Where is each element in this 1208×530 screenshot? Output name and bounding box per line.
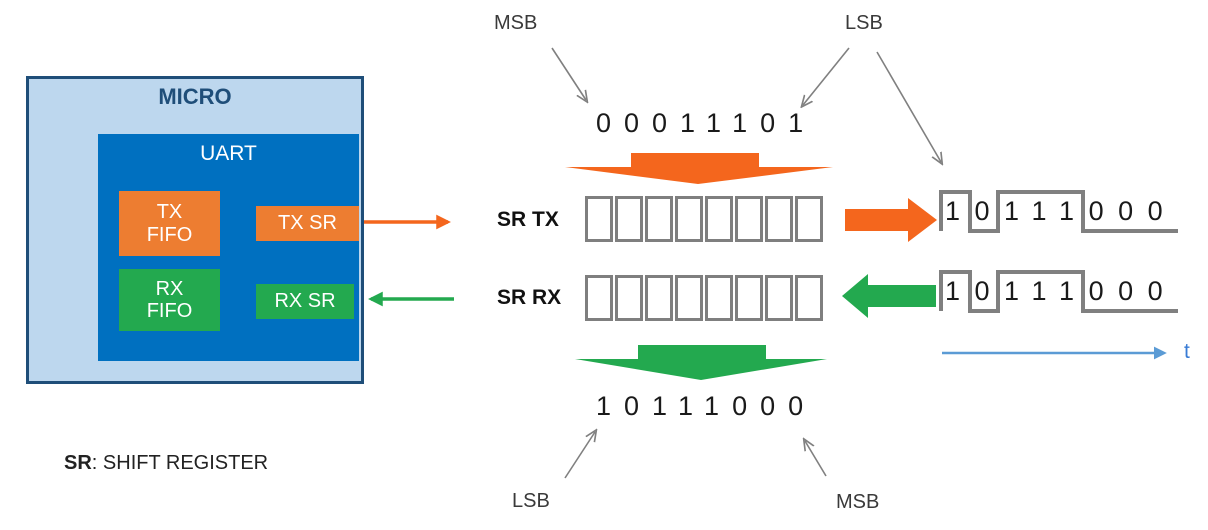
register-cell bbox=[675, 275, 703, 321]
msb-top-label: MSB bbox=[494, 12, 538, 34]
serial-rx-left-arrow bbox=[842, 274, 936, 318]
load-byte-down-arrow bbox=[565, 153, 833, 184]
rx-fifo-label-line2: FIFO bbox=[146, 300, 193, 322]
uart-block: UART TX FIFO TX SR RX FIFO RX SR bbox=[98, 134, 359, 361]
sr-legend-abbr: SR bbox=[64, 452, 92, 474]
tx-parallel-byte: 00011101 bbox=[596, 108, 817, 138]
register-cell bbox=[675, 196, 703, 242]
sr-legend-definition: : SHIFT REGISTER bbox=[91, 452, 269, 474]
register-cell bbox=[645, 275, 673, 321]
register-cell bbox=[705, 275, 733, 321]
uart-title: UART bbox=[200, 142, 257, 165]
sr-rx-label: SR RX bbox=[497, 286, 562, 309]
register-cell bbox=[585, 275, 613, 321]
sr-legend: SR: SHIFT REGISTER bbox=[64, 452, 268, 475]
lsb-to-waveform-callout-arrow bbox=[876, 51, 941, 162]
tx-fifo-label-line2: FIFO bbox=[146, 223, 193, 246]
register-cell bbox=[735, 275, 763, 321]
register-cell bbox=[705, 196, 733, 242]
tx-serial-bits: 10111000 bbox=[945, 196, 1178, 226]
rx-fifo-label-line1: RX bbox=[155, 277, 184, 300]
register-cell bbox=[795, 275, 823, 321]
sr-tx-label: SR TX bbox=[497, 208, 559, 231]
lsb-bottom-label: LSB bbox=[512, 490, 550, 512]
micro-title: MICRO bbox=[158, 84, 232, 109]
receive-byte-down-arrow bbox=[575, 345, 827, 380]
register-cell bbox=[615, 196, 643, 242]
msb-bottom-label: MSB bbox=[836, 491, 880, 513]
lsb-top-callout-arrow bbox=[803, 47, 850, 105]
rx-sr-box: RX SR bbox=[256, 284, 354, 319]
msb-top-callout-arrow bbox=[551, 47, 586, 100]
lsb-bottom-callout-arrow bbox=[564, 432, 595, 479]
register-cell bbox=[795, 196, 823, 242]
tx-fifo-box: TX FIFO bbox=[119, 191, 220, 256]
lsb-top-label: LSB bbox=[845, 12, 883, 34]
tx-fifo-label-line1: TX bbox=[156, 201, 183, 224]
msb-bottom-callout-arrow bbox=[805, 441, 827, 477]
tx-sr-box: TX SR bbox=[256, 206, 359, 241]
serial-tx-right-arrow bbox=[845, 198, 937, 242]
time-axis-label: t bbox=[1184, 340, 1190, 363]
register-cell bbox=[585, 196, 613, 242]
register-cell bbox=[615, 275, 643, 321]
register-cell bbox=[735, 196, 763, 242]
register-cell bbox=[765, 196, 793, 242]
register-cell bbox=[765, 275, 793, 321]
sr-tx-register bbox=[585, 196, 823, 242]
rx-parallel-byte: 10111000 bbox=[596, 391, 817, 421]
register-cell bbox=[645, 196, 673, 242]
sr-rx-register bbox=[585, 275, 823, 321]
micro-block: MICRO UART TX FIFO TX SR RX FIFO RX SR bbox=[26, 76, 364, 384]
rx-fifo-box: RX FIFO bbox=[119, 269, 220, 331]
rx-serial-waveform bbox=[939, 270, 1178, 313]
tx-serial-waveform bbox=[939, 190, 1178, 233]
rx-serial-bits: 10111000 bbox=[945, 276, 1178, 306]
